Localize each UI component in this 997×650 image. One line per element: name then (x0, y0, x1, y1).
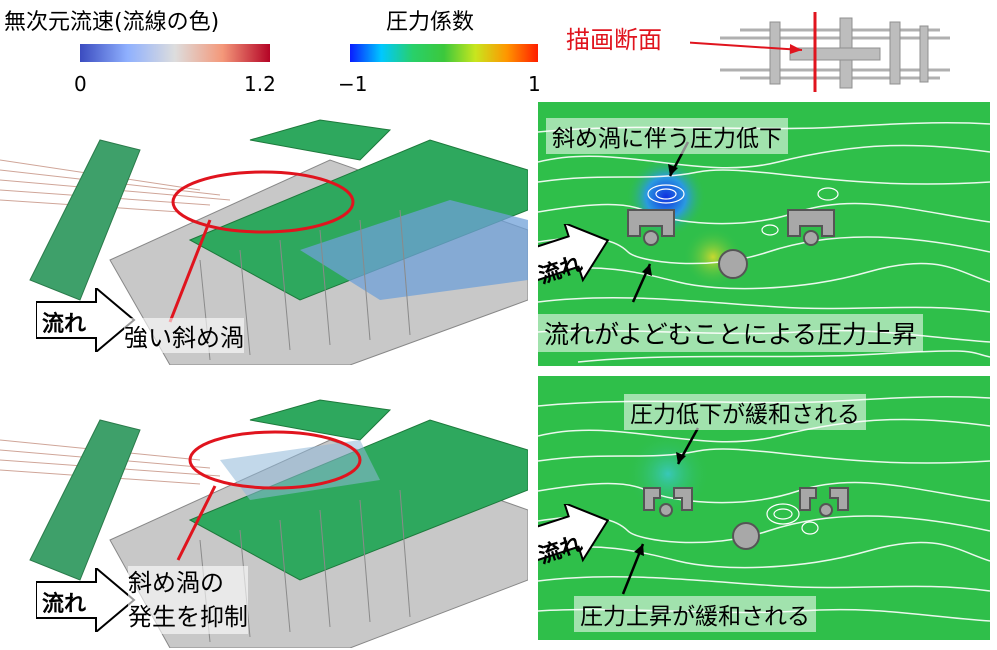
bottom-left-3d-view: 流れ 斜め渦の 発生を抑制 (0, 380, 528, 648)
section-label: 描画断面 (566, 26, 662, 54)
velocity-legend-title: 無次元流速(流線の色) (4, 10, 220, 35)
callout-pressure-drop-relieved: 圧力低下が緩和される (624, 394, 866, 430)
vortex-annotation-bottom-left: 斜め渦の 発生を抑制 (128, 566, 248, 634)
pressure-colorbar (350, 44, 538, 62)
top-right-pressure-field: 流れ 斜め渦に伴う圧力低下 流れがよどむことによる圧力上昇 (538, 102, 990, 366)
vortex-annotation-top-left: 強い斜め渦 (124, 318, 244, 353)
flow-label-bottom-left: 流れ (42, 592, 87, 617)
section-schematic (690, 12, 950, 92)
top-left-3d-view: 流れ 強い斜め渦 (0, 100, 528, 365)
vortex-annotation-line1: 斜め渦の (128, 569, 224, 597)
pressure-max-label: 1 (528, 72, 541, 96)
velocity-max-label: 1.2 (244, 72, 276, 96)
velocity-min-label: 0 (74, 72, 87, 96)
callout-pressure-drop: 斜め渦に伴う圧力低下 (546, 118, 788, 154)
callout-pressure-rise: 流れがよどむことによる圧力上昇 (538, 314, 924, 352)
pressure-legend-title: 圧力係数 (386, 10, 475, 35)
flow-label-top-left: 流れ (42, 312, 87, 337)
pressure-min-label: −1 (338, 72, 368, 96)
velocity-colorbar (80, 44, 270, 62)
callout-pressure-rise-relieved: 圧力上昇が緩和される (574, 596, 816, 632)
bottom-right-pressure-field: 流れ 圧力低下が緩和される 圧力上昇が緩和される (538, 376, 990, 640)
vortex-annotation-line2: 発生を抑制 (128, 603, 248, 631)
